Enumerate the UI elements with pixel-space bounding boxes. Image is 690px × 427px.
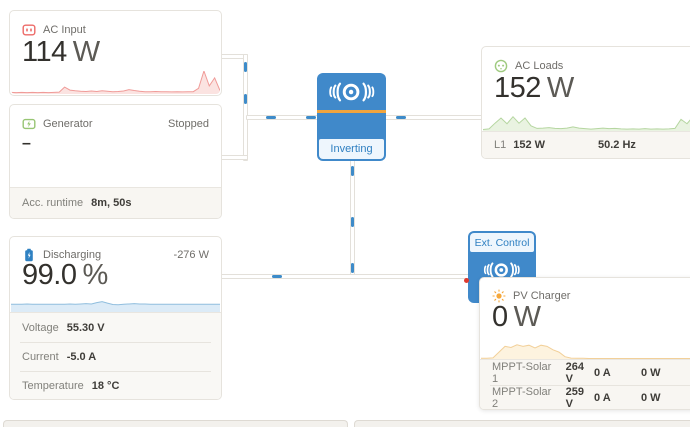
card-title: AC Loads	[515, 60, 564, 72]
sun-icon	[492, 289, 506, 303]
generator-icon	[22, 118, 36, 130]
card-title: Generator	[43, 118, 93, 130]
battery-icon	[25, 248, 33, 262]
pv-sparkline	[481, 336, 690, 359]
inverter-accent-line	[317, 110, 386, 113]
ac-loads-footer: L1 152 W 50.2 Hz	[482, 131, 690, 158]
inverter-state-label: Inverting	[319, 139, 384, 159]
ac-loads-sparkline	[483, 105, 690, 131]
victron-logo-icon	[328, 82, 374, 102]
flow-dash	[351, 166, 354, 176]
next-row-card-top-right	[354, 420, 690, 427]
card-title: PV Charger	[513, 290, 571, 302]
phase-power: 152 W	[513, 139, 546, 151]
generator-footer: Acc. runtime 8m, 50s	[10, 187, 221, 218]
flow-dash	[396, 116, 406, 119]
card-title: Discharging	[43, 249, 102, 261]
ac-loads-icon	[494, 59, 508, 73]
generator-status: Stopped	[168, 118, 209, 130]
next-row-card-top-left	[3, 420, 348, 427]
flow-dash	[266, 116, 276, 119]
pv-footer: MPPT-Solar 1 264 V 0 A 0 W MPPT-Solar 2 …	[480, 359, 690, 410]
pipe-bus-vertical	[243, 54, 248, 161]
generator-value: –	[22, 135, 31, 152]
flow-dash	[306, 116, 316, 119]
battery-footer: Voltage 55.30 V Current -5.0 A Temperatu…	[10, 312, 221, 399]
flow-blocked-dot	[464, 278, 469, 283]
battery-power: -276 W	[173, 249, 209, 261]
card-title: AC Input	[43, 24, 86, 36]
battery-sparkline	[11, 286, 220, 312]
flow-dash	[351, 217, 354, 227]
victron-logo-icon	[483, 262, 520, 278]
generator-card[interactable]: Generator Stopped – Acc. runtime 8m, 50s	[9, 104, 222, 219]
pipe-battery-to-extcontrol	[221, 274, 469, 279]
flow-dash	[244, 94, 247, 104]
pipe-generator-to-bus	[221, 155, 248, 160]
phase-label: L1	[494, 139, 507, 151]
ac-input-icon	[22, 24, 36, 36]
inverter-node[interactable]: Inverting	[317, 73, 386, 161]
ac-input-sparkline	[11, 71, 220, 94]
flow-dash	[272, 275, 282, 278]
battery-soc-value: 99.0%	[22, 259, 108, 291]
frequency-value: 50.2 Hz	[598, 139, 636, 151]
ext-control-label: Ext. Control	[470, 233, 534, 252]
flow-dash	[244, 62, 247, 72]
battery-card[interactable]: Discharging -276 W 99.0% Voltage 55.30 V…	[9, 236, 222, 400]
flow-dash	[351, 263, 354, 273]
